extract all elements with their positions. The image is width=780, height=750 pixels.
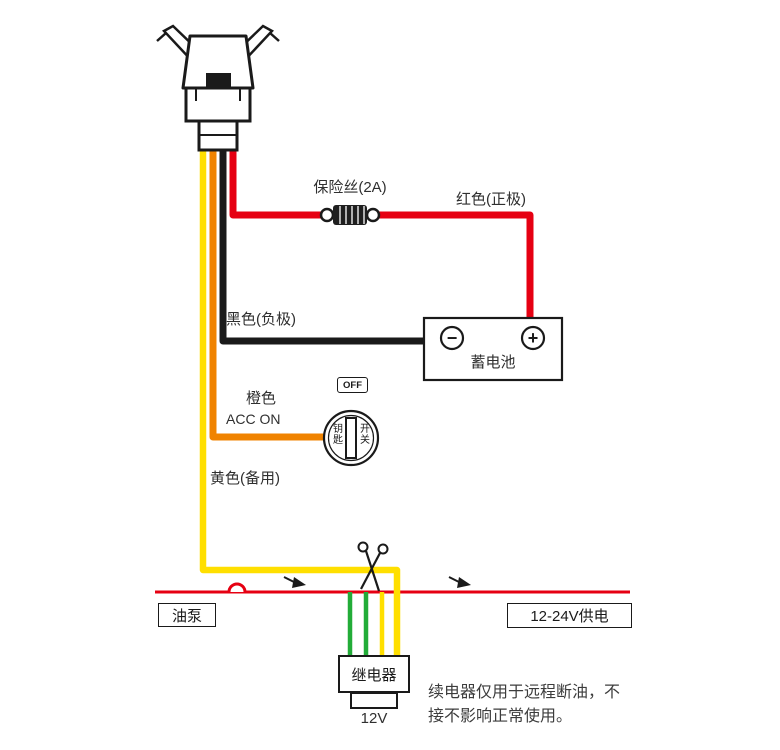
note-line-2: 接不影响正常使用。 [428,708,573,725]
cut-arrow-left [283,576,306,588]
off-badge: OFF [337,377,368,393]
relay-box: 继电器 [338,655,410,693]
key-slot [345,417,357,459]
cut-arrow-right [448,576,471,588]
yellow-wire [199,149,401,657]
oil-pump-box: 油泵 [158,603,216,627]
gps-connector [156,24,280,152]
key-switch-icon [322,409,380,467]
scissors-icon [357,541,389,592]
fuse-icon [319,205,381,225]
note-line-1: 续电器仅用于远程断油，不 [428,684,621,701]
battery-plus-terminal [520,325,546,351]
battery-minus-terminal [439,325,465,351]
orange-wire [209,149,325,441]
switch-text: 开关 [360,424,370,446]
relay-tab [350,692,398,709]
black-wire [219,149,424,345]
connector-latch-button [206,73,231,88]
power-supply-box: 12-24V供电 [507,603,632,628]
battery-box: − + [422,316,564,382]
red-wire [229,149,534,319]
battery-plus-sign: + [528,328,539,348]
battery-minus-sign: − [447,328,458,348]
relay-voltage-label: 12V [360,710,388,727]
black-wire-label: 黑色(负极) [226,311,296,328]
fuse-label: 保险丝(2A) [313,179,387,196]
battery-label: 蓄电池 [470,354,516,371]
connector-body [181,34,255,90]
wire-jump-arc [227,582,247,593]
key-text: 钥匙 [333,424,343,446]
red-wire-label: 红色(正极) [456,191,526,208]
acc-on-label: ACC ON [226,411,281,427]
orange-wire-label: 橙色 [246,390,277,407]
yellow-wire-label: 黄色(备用) [210,470,280,487]
